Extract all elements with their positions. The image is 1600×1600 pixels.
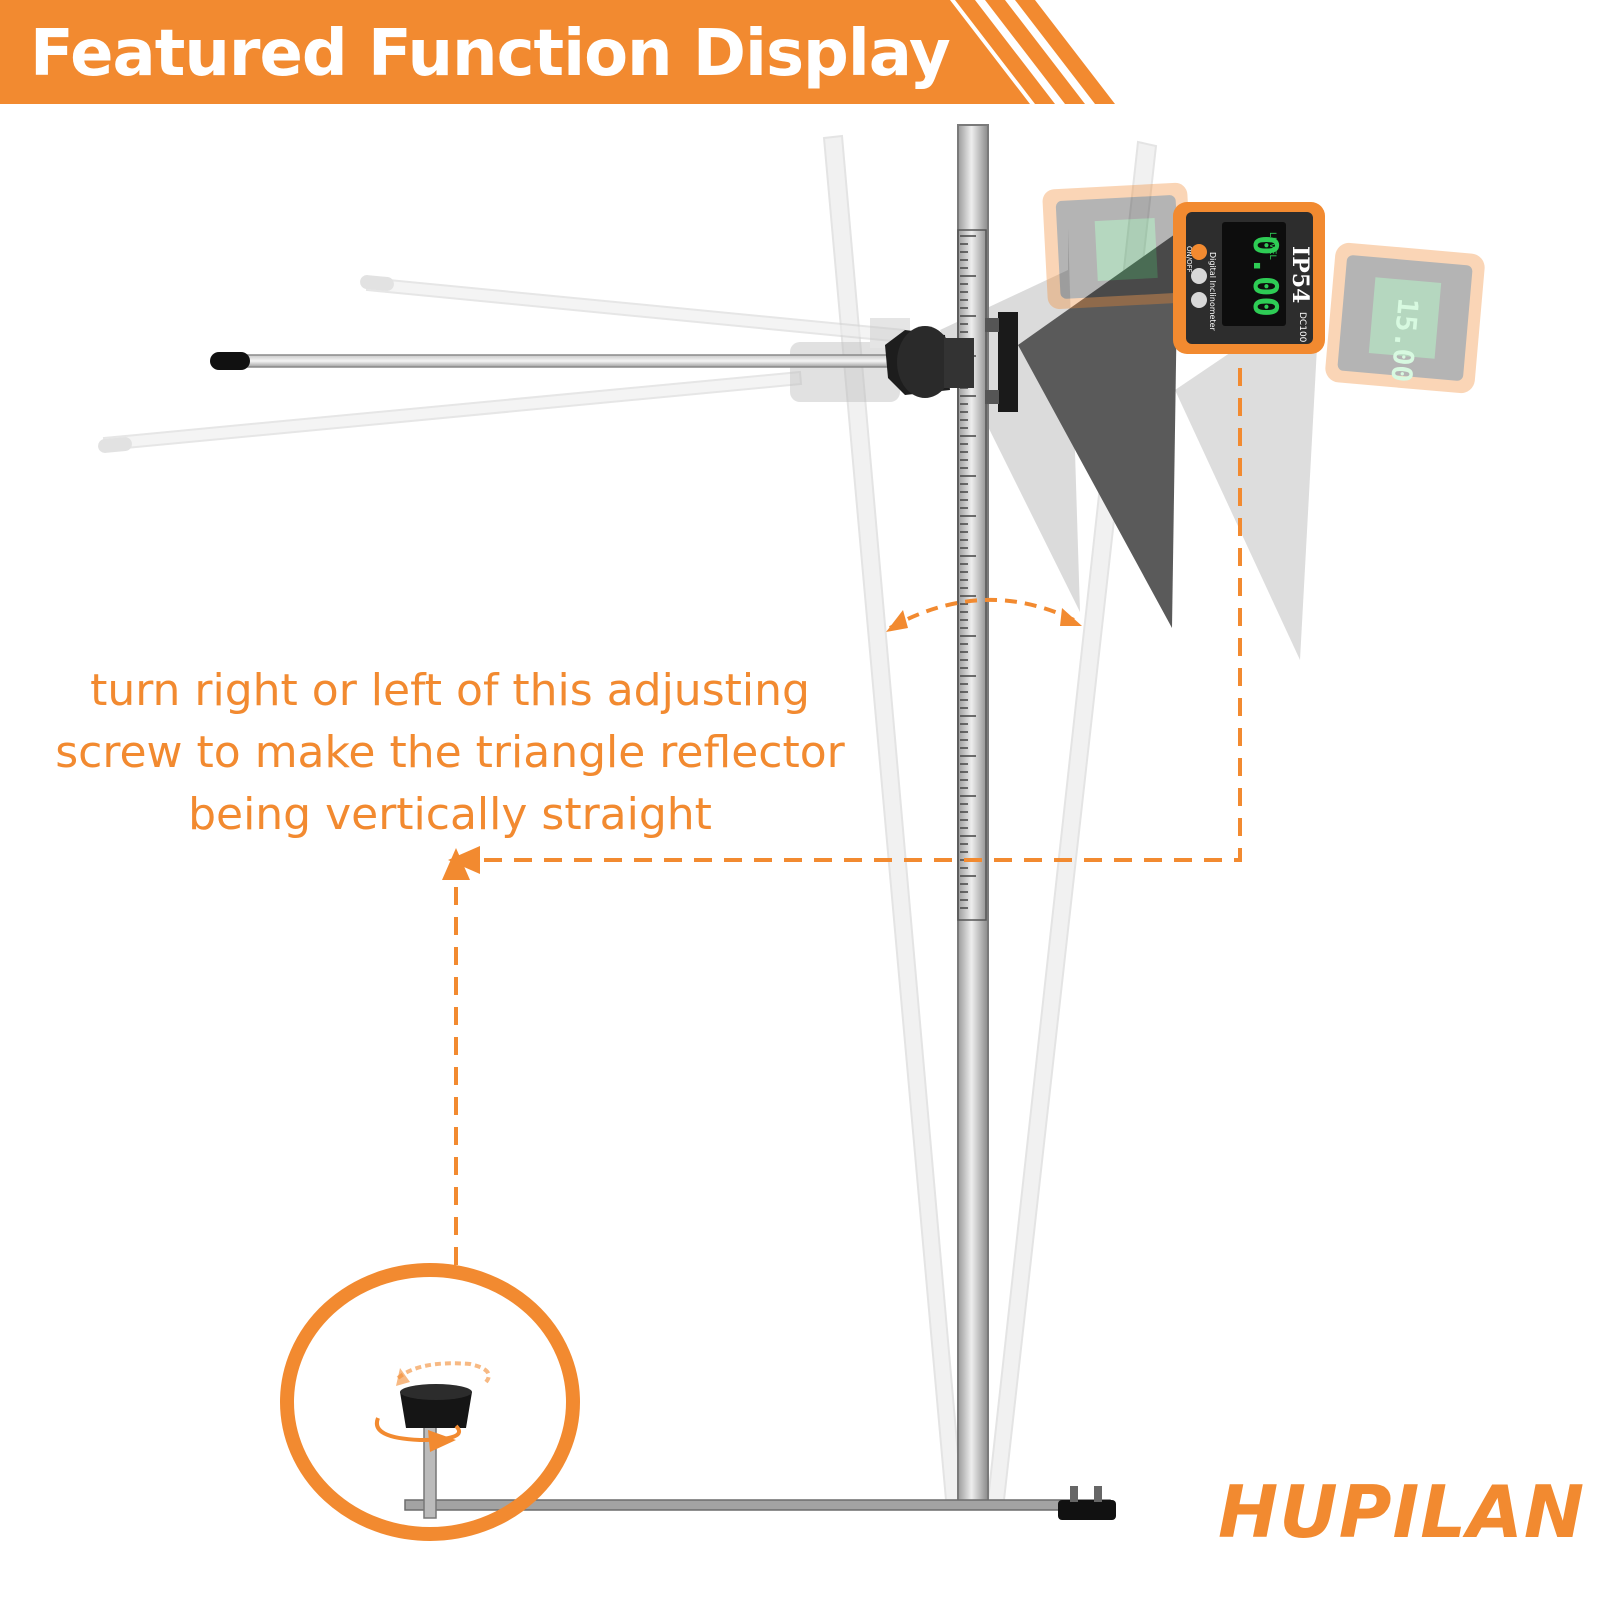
device-name: Digital Inclinometer bbox=[1208, 252, 1217, 332]
adjusting-screw-knob[interactable] bbox=[400, 1392, 472, 1428]
ghost-reflector-right bbox=[1175, 292, 1320, 660]
device-button-labels: ON/OFF bbox=[1185, 246, 1193, 273]
banner-title: Featured Function Display bbox=[30, 17, 951, 91]
device-model: DC100 bbox=[1297, 312, 1307, 343]
pivot-clamp bbox=[885, 312, 1018, 412]
device-screen-label: LEVEL bbox=[1267, 232, 1277, 260]
caption-line-1: turn right or left of this adjusting bbox=[90, 665, 810, 716]
device-reading: 0.00 bbox=[1245, 235, 1285, 317]
main-arm bbox=[210, 352, 903, 370]
rotate-arrow-icon bbox=[374, 1361, 491, 1443]
ghost-arm-upper bbox=[360, 275, 906, 344]
ghost-device-right: 15.00 bbox=[1325, 242, 1485, 394]
pointer-arrowhead-up bbox=[442, 848, 470, 880]
pivot-arc-arrow-icon bbox=[889, 597, 1079, 630]
caption-line-2: screw to make the triangle reflector bbox=[55, 727, 845, 778]
dashed-pointer-arrow-icon bbox=[454, 368, 1242, 1265]
caption-line-3: being vertically straight bbox=[188, 789, 712, 840]
ghost-reading: 15.00 bbox=[1384, 297, 1424, 384]
triangle-reflector bbox=[1018, 232, 1178, 628]
inclinometer-device: 0.00 LEVEL IP54 DC100 Digital Inclinomet… bbox=[1173, 202, 1325, 354]
main-pole bbox=[957, 124, 989, 1506]
device-rating: IP54 bbox=[1287, 246, 1313, 303]
zero-button[interactable] bbox=[1191, 292, 1207, 308]
power-button[interactable] bbox=[1191, 244, 1207, 260]
brand-logo: HUPILAN bbox=[1218, 1470, 1586, 1554]
base-plate bbox=[404, 1486, 1116, 1520]
ghost-arm-lower bbox=[98, 370, 803, 453]
title-banner: Featured Function Display bbox=[0, 0, 1140, 108]
pointer-arrowhead-left bbox=[448, 846, 480, 874]
instruction-caption: turn right or left of this adjusting scr… bbox=[10, 660, 890, 846]
adjusting-screw-highlight bbox=[280, 1263, 580, 1541]
hold-button[interactable] bbox=[1191, 268, 1207, 284]
banner-shape bbox=[0, 0, 1115, 104]
ghost-device-left bbox=[1042, 182, 1193, 310]
